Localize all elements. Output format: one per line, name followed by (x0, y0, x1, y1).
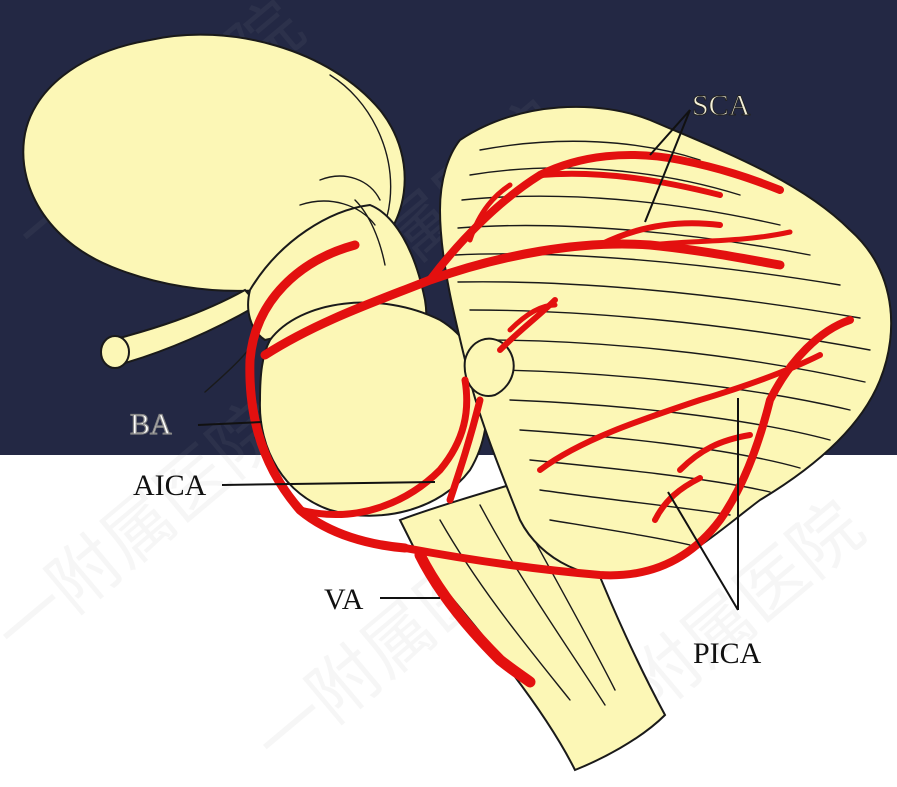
label-pica: PICA (693, 637, 762, 670)
label-ba: BA (130, 408, 172, 441)
optic-nerve (112, 290, 258, 365)
label-aica: AICA (133, 469, 207, 502)
label-va: VA (324, 583, 364, 616)
label-sca: SCA (692, 89, 751, 122)
optic-nerve-end (101, 336, 129, 368)
